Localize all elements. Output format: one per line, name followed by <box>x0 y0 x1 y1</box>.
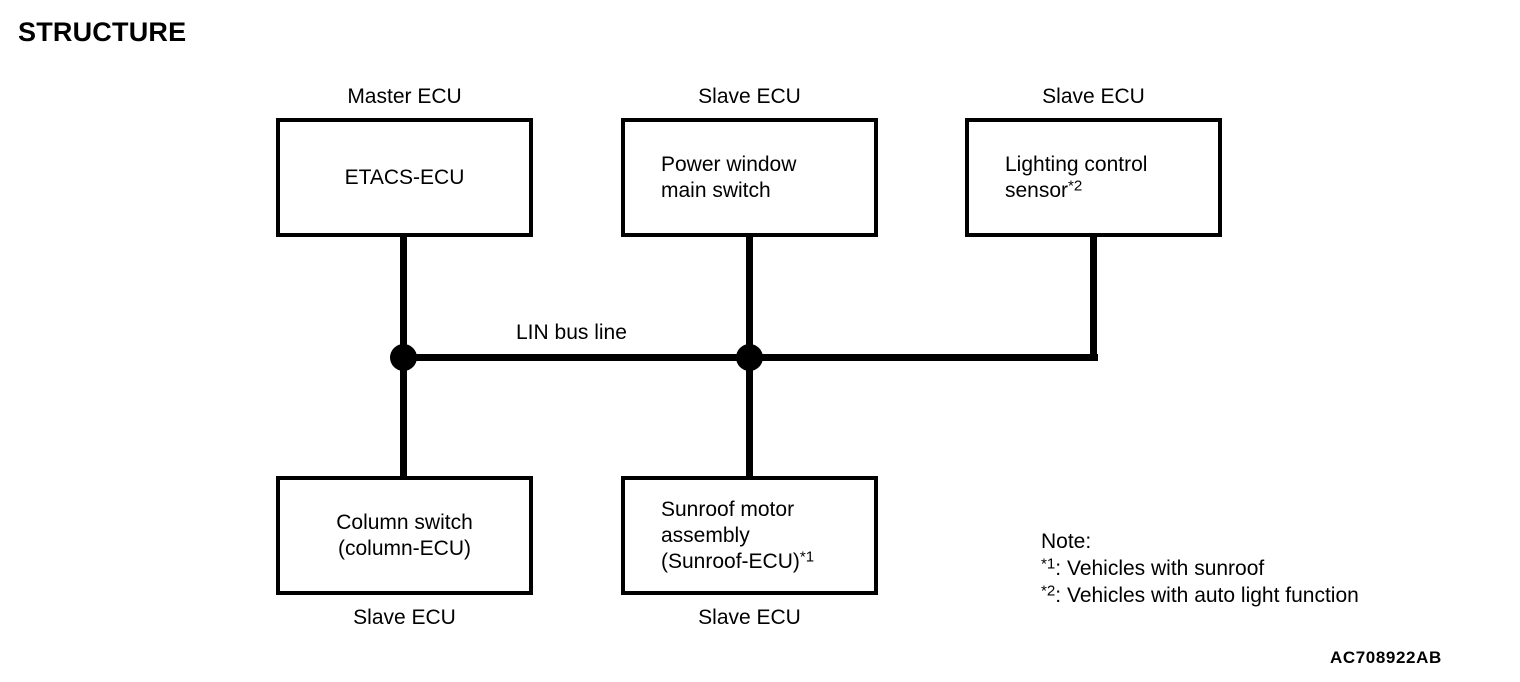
node-lighting-control-sensor-line1: Lighting control <box>1005 152 1148 176</box>
node-etacs-ecu[interactable]: ETACS-ECU <box>276 118 533 237</box>
note-item-1: *1: Vehicles with sunroof <box>1041 555 1359 582</box>
node-column-switch[interactable]: Column switch (column-ECU) <box>276 476 533 595</box>
note-heading: Note: <box>1041 530 1092 553</box>
role-label-master-ecu: Master ECU <box>347 85 462 108</box>
note-item-1-text: : Vehicles with sunroof <box>1055 557 1265 580</box>
node-column-switch-label: Column switch (column-ECU) <box>336 510 473 560</box>
footnote-marker-1: *1 <box>799 548 815 566</box>
node-sunroof-motor-assembly-line3: (Sunroof-ECU) <box>661 549 800 573</box>
wire-bus-to-column-switch <box>400 355 407 477</box>
bus-junction-dot-middle <box>736 344 763 371</box>
note-block: Note: *1: Vehicles with sunroof *2: Vehi… <box>1041 528 1359 609</box>
wire-etacs-to-bus <box>400 233 407 358</box>
figure-id: AC708922AB <box>1330 648 1442 667</box>
role-label-slave-ecu-sunroof-motor: Slave ECU <box>698 606 801 629</box>
node-sunroof-motor-assembly-line2: assembly <box>661 523 750 547</box>
lin-bus-line-label: LIN bus line <box>512 321 631 345</box>
role-label-slave-ecu-lighting-sensor: Slave ECU <box>1042 85 1145 108</box>
node-power-window-main-switch-label: Power window main switch <box>661 152 797 202</box>
node-power-window-main-switch[interactable]: Power window main switch <box>621 118 878 237</box>
note-item-2-text: : Vehicles with auto light function <box>1055 584 1359 607</box>
node-etacs-ecu-label: ETACS-ECU <box>344 165 465 189</box>
wire-lighting-sensor-to-bus <box>1090 233 1097 361</box>
node-lighting-control-sensor-line2: sensor <box>1005 178 1069 202</box>
footnote-marker-2: *2 <box>1068 177 1083 195</box>
page-title: STRUCTURE <box>18 17 187 47</box>
node-sunroof-motor-assembly-line1: Sunroof motor <box>661 497 795 521</box>
wire-power-window-to-bus <box>746 233 753 358</box>
bus-junction-dot-left <box>390 344 417 371</box>
note-item-2: *2: Vehicles with auto light function <box>1041 582 1359 609</box>
role-label-slave-ecu-column-switch: Slave ECU <box>353 606 456 629</box>
role-label-slave-ecu-power-window: Slave ECU <box>698 85 801 108</box>
note-marker-1: *1 <box>1041 555 1056 573</box>
note-marker-2: *2 <box>1041 582 1056 600</box>
wire-bus-to-sunroof-motor <box>746 355 753 477</box>
